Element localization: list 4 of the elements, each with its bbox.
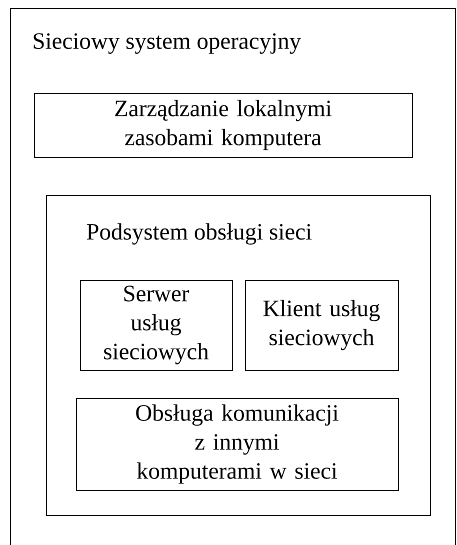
text-box: Serwer usług sieciowych <box>80 280 233 371</box>
text-box: Klient usług sieciowych <box>245 280 399 371</box>
text-box: Zarządzanie lokalnymi zasobami komputera <box>34 93 413 158</box>
text-box: Obsługa komunikacji z innymi komputerami w sieci <box>76 398 399 491</box>
